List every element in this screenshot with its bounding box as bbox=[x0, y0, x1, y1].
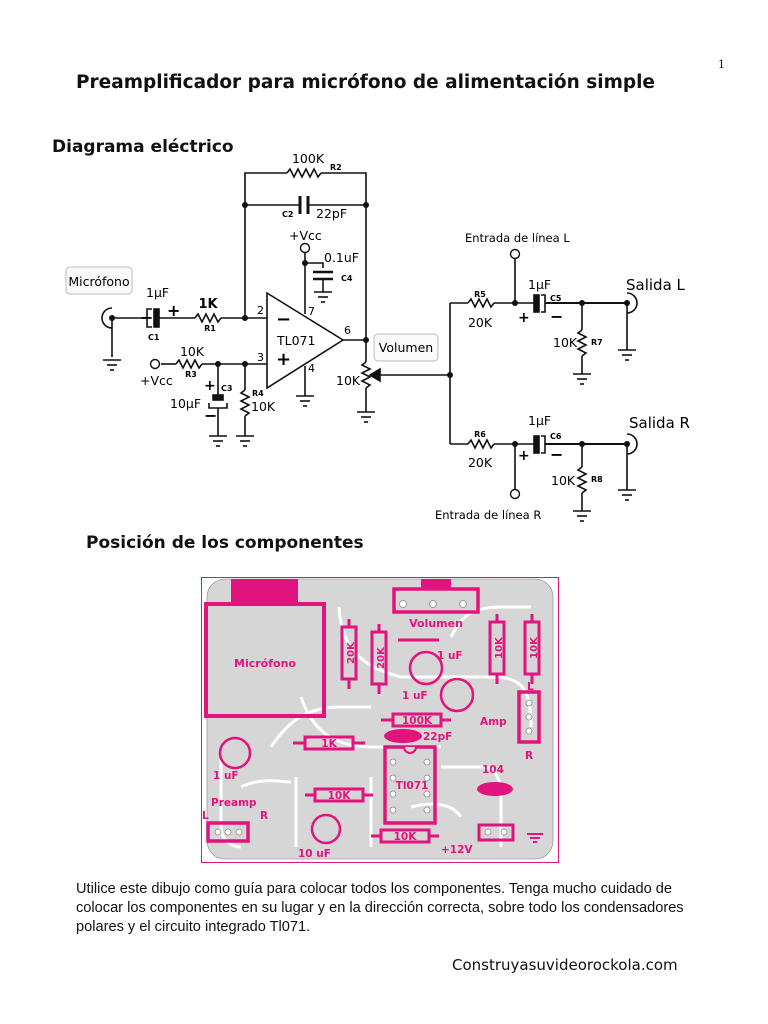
r6-ref: R6 bbox=[474, 430, 486, 439]
schematic-heading: Diagrama eléctrico bbox=[52, 137, 234, 157]
r2-value: 100K bbox=[292, 151, 325, 166]
schematic-diagram: Micrófono Volumen 100K R2 C2 22pF +Vcc 0… bbox=[65, 151, 690, 522]
c2-ref: C2 bbox=[282, 210, 293, 219]
r5-ref: R5 bbox=[474, 290, 486, 299]
c3-ref: C3 bbox=[221, 384, 232, 393]
c6-ref: C6 bbox=[550, 432, 562, 441]
pot-value: 10K bbox=[336, 373, 361, 388]
layout-heading: Posición de los componentes bbox=[86, 533, 364, 553]
pcb-amp-l: L bbox=[527, 681, 534, 693]
c6-value: 1µF bbox=[528, 413, 551, 428]
r2-ref: R2 bbox=[330, 163, 342, 172]
vcc-top: +Vcc bbox=[289, 228, 322, 243]
pcb-layout: Micrófono Volumen 20K 20K 10K 10K 1 uF 1… bbox=[201, 577, 559, 863]
c5-plus: + bbox=[518, 310, 530, 326]
pcb-amp-label: Amp bbox=[480, 716, 507, 728]
pcb-r10k-a: 10K bbox=[494, 636, 505, 659]
opamp-tl071 bbox=[266, 291, 345, 390]
opamp-name: TL071 bbox=[276, 333, 315, 348]
pcb-r10k-d: 10K bbox=[394, 831, 418, 843]
c1-value: 1µF bbox=[146, 285, 169, 300]
r7-value: 10K bbox=[553, 335, 578, 350]
line-in-r-label: Entrada de línea R bbox=[435, 508, 541, 522]
r3-value: 10K bbox=[180, 344, 205, 359]
pcb-cap-10uf: 10 uF bbox=[298, 848, 331, 860]
r5-value: 20K bbox=[468, 315, 493, 330]
pcb-r1k: 1K bbox=[321, 738, 337, 750]
c2-value: 22pF bbox=[316, 206, 347, 221]
pcb-volume-label: Volumen bbox=[409, 617, 463, 630]
pcb-preamp-label: Preamp bbox=[211, 797, 257, 809]
pcb-r100k: 100K bbox=[402, 715, 433, 727]
out-r-label: Salida R bbox=[629, 414, 690, 432]
pcb-r10k-b: 10K bbox=[529, 636, 540, 659]
c6-minus: − bbox=[550, 445, 563, 464]
r1-value: 1K bbox=[198, 297, 218, 312]
c5-minus: − bbox=[550, 307, 563, 326]
r8-value: 10K bbox=[551, 473, 576, 488]
c4-ref: C4 bbox=[341, 274, 353, 283]
r3-ref: R3 bbox=[185, 370, 197, 379]
c1-ref: C1 bbox=[148, 333, 160, 342]
line-in-l-label: Entrada de línea L bbox=[465, 231, 570, 245]
pcb-cap-1uf-c: 1 uF bbox=[213, 770, 239, 782]
opamp-plus: + bbox=[276, 349, 291, 370]
resistor-r2 bbox=[286, 167, 322, 179]
r4-ref: R4 bbox=[252, 389, 264, 398]
c3-value: 10µF bbox=[170, 396, 201, 411]
pcb-preamp-r: R bbox=[260, 810, 268, 822]
pin-7: 7 bbox=[308, 305, 315, 318]
out-l-label: Salida L bbox=[626, 276, 686, 294]
pcb-preamp-l: L bbox=[202, 810, 209, 822]
r1-ref: R1 bbox=[204, 324, 216, 333]
wire bbox=[321, 172, 367, 205]
pin-4: 4 bbox=[308, 362, 315, 375]
pin-3: 3 bbox=[257, 351, 264, 364]
pcb-ic-label: Tl071 bbox=[396, 780, 429, 792]
r7-ref: R7 bbox=[591, 338, 603, 347]
opamp-minus: − bbox=[276, 309, 291, 330]
ground-icon bbox=[527, 833, 543, 843]
pcb-r10k-c: 10K bbox=[328, 790, 352, 802]
c3-minus: − bbox=[204, 406, 217, 425]
pcb-cap-1uf-a: 1 uF bbox=[437, 650, 463, 662]
wire bbox=[244, 172, 287, 205]
website-link[interactable]: Construyasuvideorockola.com bbox=[452, 956, 678, 974]
pcb-cap-22pf: 22pF bbox=[423, 731, 452, 743]
instructions-paragraph: Utilice este dibujo como guía para coloc… bbox=[76, 881, 684, 935]
c1-minus: − bbox=[140, 308, 153, 327]
pin-2: 2 bbox=[257, 304, 264, 317]
resistor-r1 bbox=[194, 312, 222, 324]
pcb-cap-1uf-b: 1 uF bbox=[402, 690, 428, 702]
pcb-r20k-a: 20K bbox=[346, 641, 357, 664]
c5-value: 1µF bbox=[528, 277, 551, 292]
page-title: Preamplificador para micrófono de alimen… bbox=[76, 72, 655, 93]
pcb-amp-r: R bbox=[525, 750, 533, 762]
page-number: 1 bbox=[718, 58, 725, 71]
r8-ref: R8 bbox=[591, 475, 603, 484]
pin-6: 6 bbox=[344, 324, 351, 337]
pcb-r20k-b: 20K bbox=[376, 646, 387, 669]
vcc-left: +Vcc bbox=[140, 373, 173, 388]
volume-label: Volumen bbox=[379, 340, 433, 355]
c5-ref: C5 bbox=[550, 294, 562, 303]
pcb-mic-label: Micrófono bbox=[234, 657, 296, 670]
c3-plus: + bbox=[204, 378, 216, 394]
r6-value: 20K bbox=[468, 455, 493, 470]
c6-plus: + bbox=[518, 448, 530, 464]
r4-value: 10K bbox=[251, 399, 276, 414]
pcb-power-label: +12V bbox=[441, 844, 473, 856]
c4-value: 0.1uF bbox=[324, 250, 359, 265]
c1-plus: + bbox=[167, 301, 180, 320]
mic-label: Micrófono bbox=[68, 274, 129, 289]
pcb-cap-104: 104 bbox=[482, 764, 504, 776]
